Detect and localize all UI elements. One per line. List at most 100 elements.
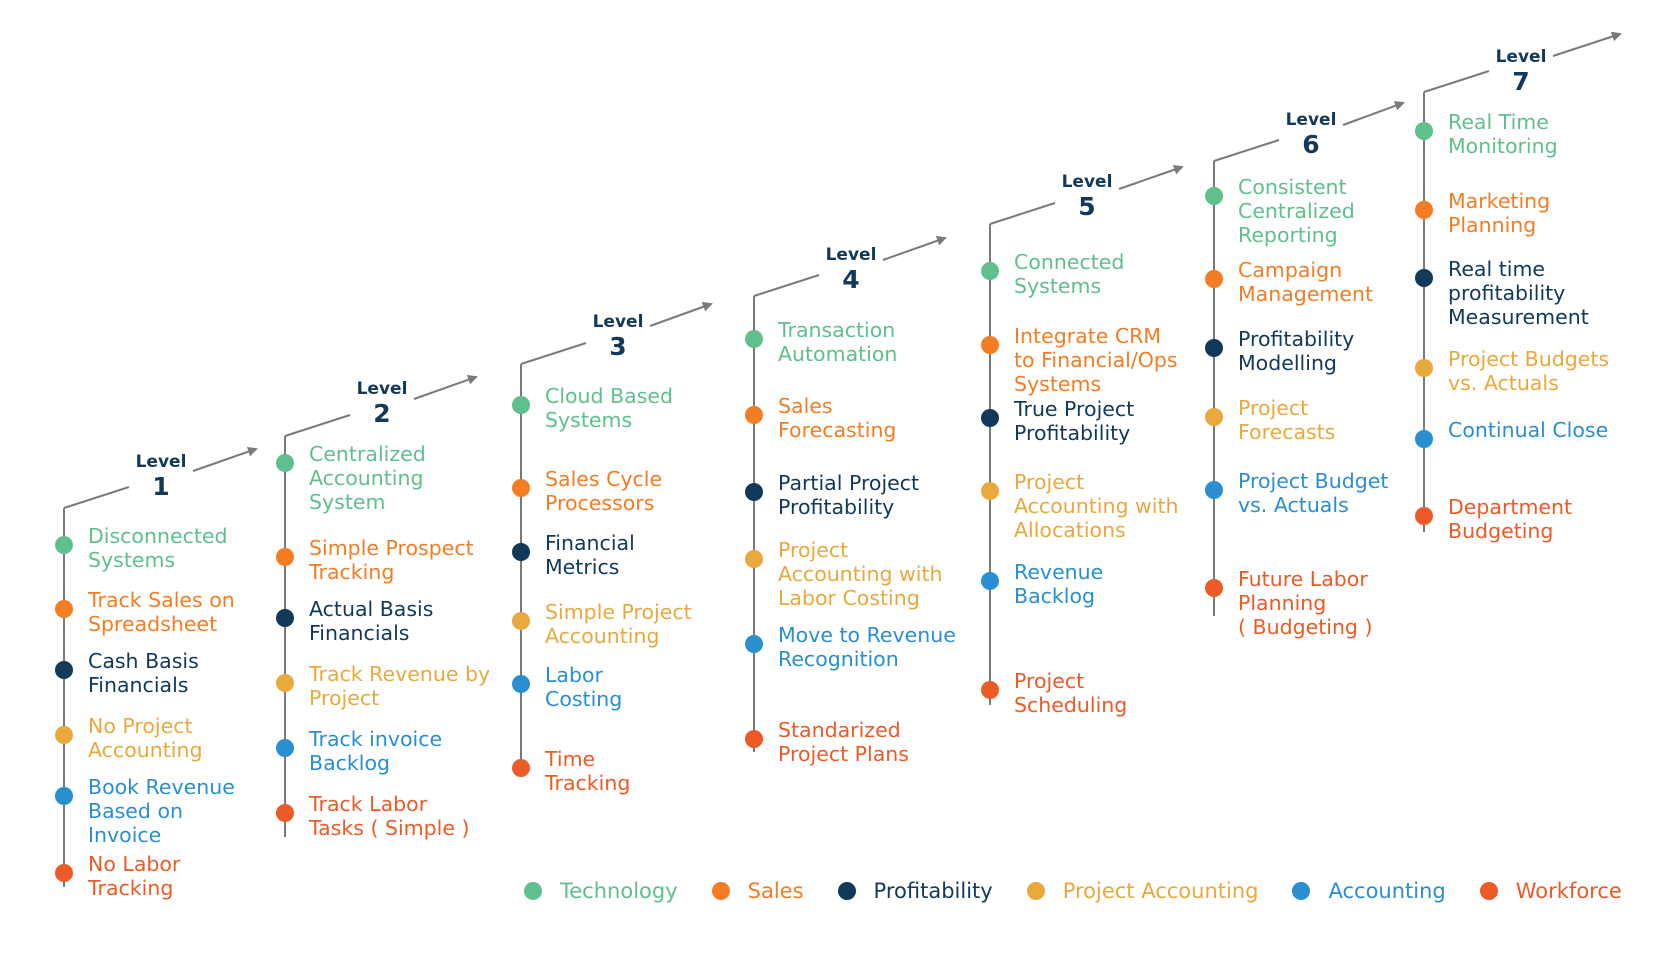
item-text: Revenue Backlog xyxy=(1014,560,1104,608)
legend-entry-project-accounting: Project Accounting xyxy=(1026,879,1259,903)
legend-entry-accounting: Accounting xyxy=(1292,879,1446,903)
workforce-dot xyxy=(512,759,530,777)
item-text: Project Accounting with Labor Costing xyxy=(778,538,943,610)
sales-dot xyxy=(1205,270,1223,288)
item-text: Disconnected Systems xyxy=(88,524,228,572)
item-text: Sales Cycle Processors xyxy=(545,467,663,515)
level-6-step-line xyxy=(1213,139,1280,162)
accounting-dot xyxy=(745,635,763,653)
item-text: Track Revenue by Project xyxy=(309,662,491,710)
level-number: 2 xyxy=(373,399,391,428)
level-number: 1 xyxy=(152,472,170,501)
level-2-step-line xyxy=(284,414,351,437)
workforce-dot xyxy=(1415,507,1433,525)
legend-entry-profitability: Profitability xyxy=(837,879,993,903)
level-label: Level xyxy=(356,379,408,399)
level-label: Level xyxy=(592,312,644,332)
item-text: Project Forecasts xyxy=(1238,396,1336,444)
item-text: Labor Costing xyxy=(545,663,623,711)
workforce-dot xyxy=(55,864,73,882)
accounting-dot xyxy=(1415,430,1433,448)
level-3-step-line xyxy=(520,342,587,365)
project-accounting-dot xyxy=(745,550,763,568)
technology-dot xyxy=(1205,187,1223,205)
accounting-dot xyxy=(512,675,530,693)
accounting-dot xyxy=(55,787,73,805)
item-text: Standarized Project Plans xyxy=(778,718,909,766)
sales-dot xyxy=(745,406,763,424)
profitability-dot xyxy=(55,661,73,679)
item-text: Project Budgets vs. Actuals xyxy=(1448,347,1610,395)
technology-dot xyxy=(981,262,999,280)
item-text: Continual Close xyxy=(1448,418,1609,442)
item-text: Cash Basis Financials xyxy=(88,649,199,697)
item-text: Time Tracking xyxy=(545,747,631,795)
workforce-dot xyxy=(981,681,999,699)
legend-label: Project Accounting xyxy=(1062,879,1259,903)
technology-dot xyxy=(276,454,294,472)
item-text: Connected Systems xyxy=(1014,250,1125,298)
item-text: Project Scheduling xyxy=(1014,669,1128,717)
project-accounting-dot xyxy=(1205,408,1223,426)
sales-dot xyxy=(1415,201,1433,219)
profitability-dot xyxy=(981,409,999,427)
item-text: Department Budgeting xyxy=(1448,495,1573,543)
item-text: Partial Project Profitability xyxy=(778,471,920,519)
item-text: Marketing Planning xyxy=(1448,189,1551,237)
level-4-arrow xyxy=(882,235,947,261)
technology-dot xyxy=(1415,122,1433,140)
legend-entry-workforce: Workforce xyxy=(1479,879,1622,903)
legend-entry-technology: Technology xyxy=(524,879,678,903)
level-label: Level xyxy=(1061,172,1113,192)
item-text: Sales Forecasting xyxy=(778,394,897,442)
legend: Technology Sales Profitability Project Acco… xyxy=(524,876,1656,906)
level-number: 3 xyxy=(609,332,627,361)
level-6-arrow xyxy=(1342,101,1405,126)
legend-label: Profitability xyxy=(873,879,993,903)
level-5-step-line xyxy=(989,202,1056,225)
item-text: Real Time Monitoring xyxy=(1448,110,1558,158)
level-number: 4 xyxy=(842,265,860,294)
profitability-dot xyxy=(1205,339,1223,357)
accounting-dot xyxy=(1205,481,1223,499)
technology-dot xyxy=(512,396,530,414)
technology-dot xyxy=(745,330,763,348)
item-text: Track Sales on Spreadsheet xyxy=(88,588,235,636)
item-text: Project Accounting with Allocations xyxy=(1014,470,1179,542)
legend-dot xyxy=(1026,882,1045,900)
level-label: Level xyxy=(825,245,877,265)
level-number: 5 xyxy=(1078,192,1096,221)
level-label: Level xyxy=(1495,47,1547,67)
item-text: Book Revenue Based on Invoice xyxy=(88,775,235,847)
item-text: Project Budget vs. Actuals xyxy=(1238,469,1389,517)
sales-dot xyxy=(512,479,530,497)
level-label: Level xyxy=(1285,110,1337,130)
profitability-dot xyxy=(512,543,530,561)
item-text: Campaign Management xyxy=(1238,258,1374,306)
item-text: Simple Project Accounting xyxy=(545,600,692,648)
legend-label: Accounting xyxy=(1328,879,1446,903)
item-text: Simple Prospect Tracking xyxy=(309,536,474,584)
level-5-arrow xyxy=(1118,164,1184,190)
item-text: Actual Basis Financials xyxy=(309,597,434,645)
legend-dot xyxy=(1292,882,1311,900)
legend-entry-sales: Sales xyxy=(711,879,804,903)
legend-label: Technology xyxy=(560,879,678,903)
legend-label: Sales xyxy=(747,879,804,903)
profitability-dot xyxy=(276,609,294,627)
item-text: No Project Accounting xyxy=(88,714,203,762)
item-text: Move to Revenue Recognition xyxy=(778,623,956,671)
item-text: Profitability Modelling xyxy=(1238,327,1355,375)
item-text: Transaction Automation xyxy=(778,318,898,366)
profitability-dot xyxy=(745,483,763,501)
sales-dot xyxy=(55,600,73,618)
technology-dot xyxy=(55,536,73,554)
